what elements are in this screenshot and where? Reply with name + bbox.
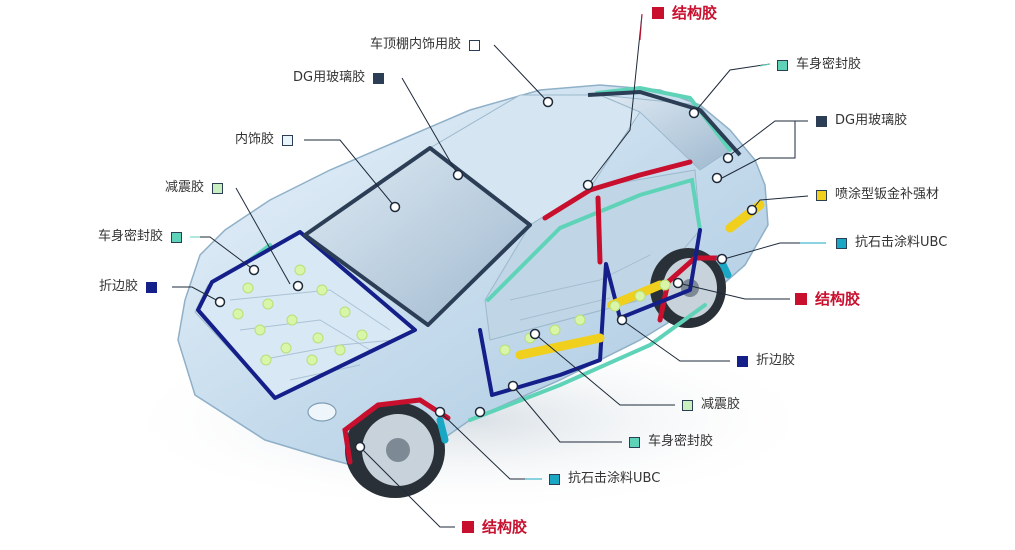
hemming-lines: [196, 228, 702, 400]
label-text: 车身密封胶: [648, 434, 714, 449]
label-text: 车身密封胶: [98, 229, 164, 244]
label-ubc-bottom: 抗石击涂料UBC: [549, 471, 660, 487]
legend-swatch-ubc: [549, 473, 560, 485]
label-hemming-right: 折边胶: [737, 353, 795, 369]
label-damping-left: 减震胶: [165, 180, 224, 196]
legend-swatch-hemming: [737, 355, 748, 367]
label-text: 结构胶: [482, 518, 528, 536]
label-hemming-left: 折边胶: [99, 279, 158, 295]
legend-swatch-structural: [795, 293, 807, 305]
label-text: 减震胶: [165, 180, 205, 195]
dg-glass-lines: [303, 90, 742, 327]
legend-swatch-glass: [816, 115, 827, 127]
label-dg-glass-right: DG用玻璃胶: [816, 113, 907, 129]
label-text: 抗石击涂料UBC: [568, 471, 661, 486]
label-damping-right: 减震胶: [682, 397, 740, 413]
legend-swatch-structural: [462, 521, 474, 533]
legend-swatch-sealing: [629, 436, 640, 448]
anchor-points: [214, 96, 758, 453]
leader-lines: [172, 13, 826, 528]
label-text: 折边胶: [756, 353, 796, 368]
label-structural-right: 结构胶: [795, 291, 860, 307]
label-text: DG用玻璃胶: [293, 70, 366, 85]
label-interior: 内饰胶: [235, 132, 294, 148]
label-text: DG用玻璃胶: [835, 113, 908, 128]
legend-swatch-interior: [282, 134, 294, 146]
label-text: 车顶棚内饰用胶: [370, 37, 462, 52]
legend-swatch-ubc: [836, 237, 847, 249]
legend-swatch-spray: [816, 189, 827, 201]
label-headliner: 车顶棚内饰用胶: [370, 37, 481, 53]
label-text: 折边胶: [99, 279, 139, 294]
label-text: 结构胶: [815, 290, 861, 308]
label-text: 车身密封胶: [796, 57, 862, 72]
label-text: 抗石击涂料UBC: [855, 235, 948, 250]
label-structural-top: 结构胶: [652, 5, 717, 21]
headlight: [307, 402, 337, 422]
legend-swatch-hemming: [146, 281, 158, 293]
legend-swatch-trim: [469, 39, 481, 51]
label-text: 结构胶: [672, 4, 718, 22]
front-wheel: [345, 402, 445, 498]
label-ubc-right: 抗石击涂料UBC: [836, 235, 947, 251]
legend-swatch-sealing: [171, 231, 183, 243]
label-text: 内饰胶: [235, 132, 275, 147]
label-sealing-bottom: 车身密封胶: [629, 434, 713, 450]
label-text: 喷涂型钣金补强材: [835, 187, 940, 202]
damping-pads: [232, 264, 671, 366]
legend-swatch-sealing: [777, 59, 788, 71]
label-text: 减震胶: [701, 397, 741, 412]
label-dg-glass-left: DG用玻璃胶: [293, 70, 385, 86]
label-structural-bottom: 结构胶: [462, 519, 527, 535]
legend-swatch-damping: [682, 399, 693, 411]
legend-swatch-glass: [373, 72, 385, 84]
legend-swatch-damping: [212, 182, 224, 194]
label-sealing-left: 车身密封胶: [98, 229, 183, 245]
leader-lines-colored: [190, 13, 826, 480]
legend-swatch-structural: [652, 7, 664, 19]
label-spray-reinforce: 喷涂型钣金补强材: [816, 187, 939, 203]
label-sealing-top-right: 车身密封胶: [777, 57, 861, 73]
